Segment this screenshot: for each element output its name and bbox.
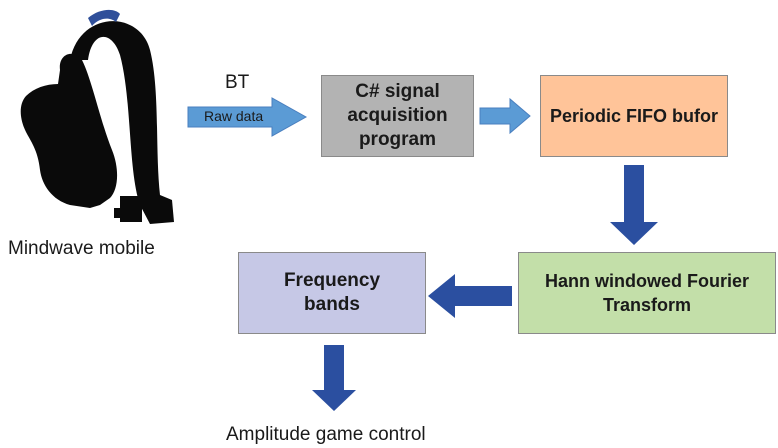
sensor-strip (88, 9, 120, 26)
ear-piece (20, 53, 118, 208)
acq-to-fifo-arrow (479, 97, 531, 135)
bt-label: BT (225, 72, 250, 93)
acquisition-program-box: C# signal acquisition program (321, 75, 474, 157)
bands-to-output-arrow (312, 345, 356, 411)
fourier-to-bands-arrow (428, 274, 512, 318)
fourier-transform-box: Hann windowed Fourier Transform (518, 252, 776, 334)
device-label: Mindwave mobile (8, 238, 155, 259)
raw-data-arrow (187, 97, 308, 137)
headband (70, 21, 174, 225)
raw-data-label: Raw data (204, 108, 264, 124)
frequency-bands-box: Frequency bands (238, 252, 426, 334)
fifo-buffer-box: Periodic FIFO bufor (540, 75, 728, 157)
output-label: Amplitude game control (226, 424, 426, 445)
fifo-to-fourier-arrow (610, 165, 658, 245)
